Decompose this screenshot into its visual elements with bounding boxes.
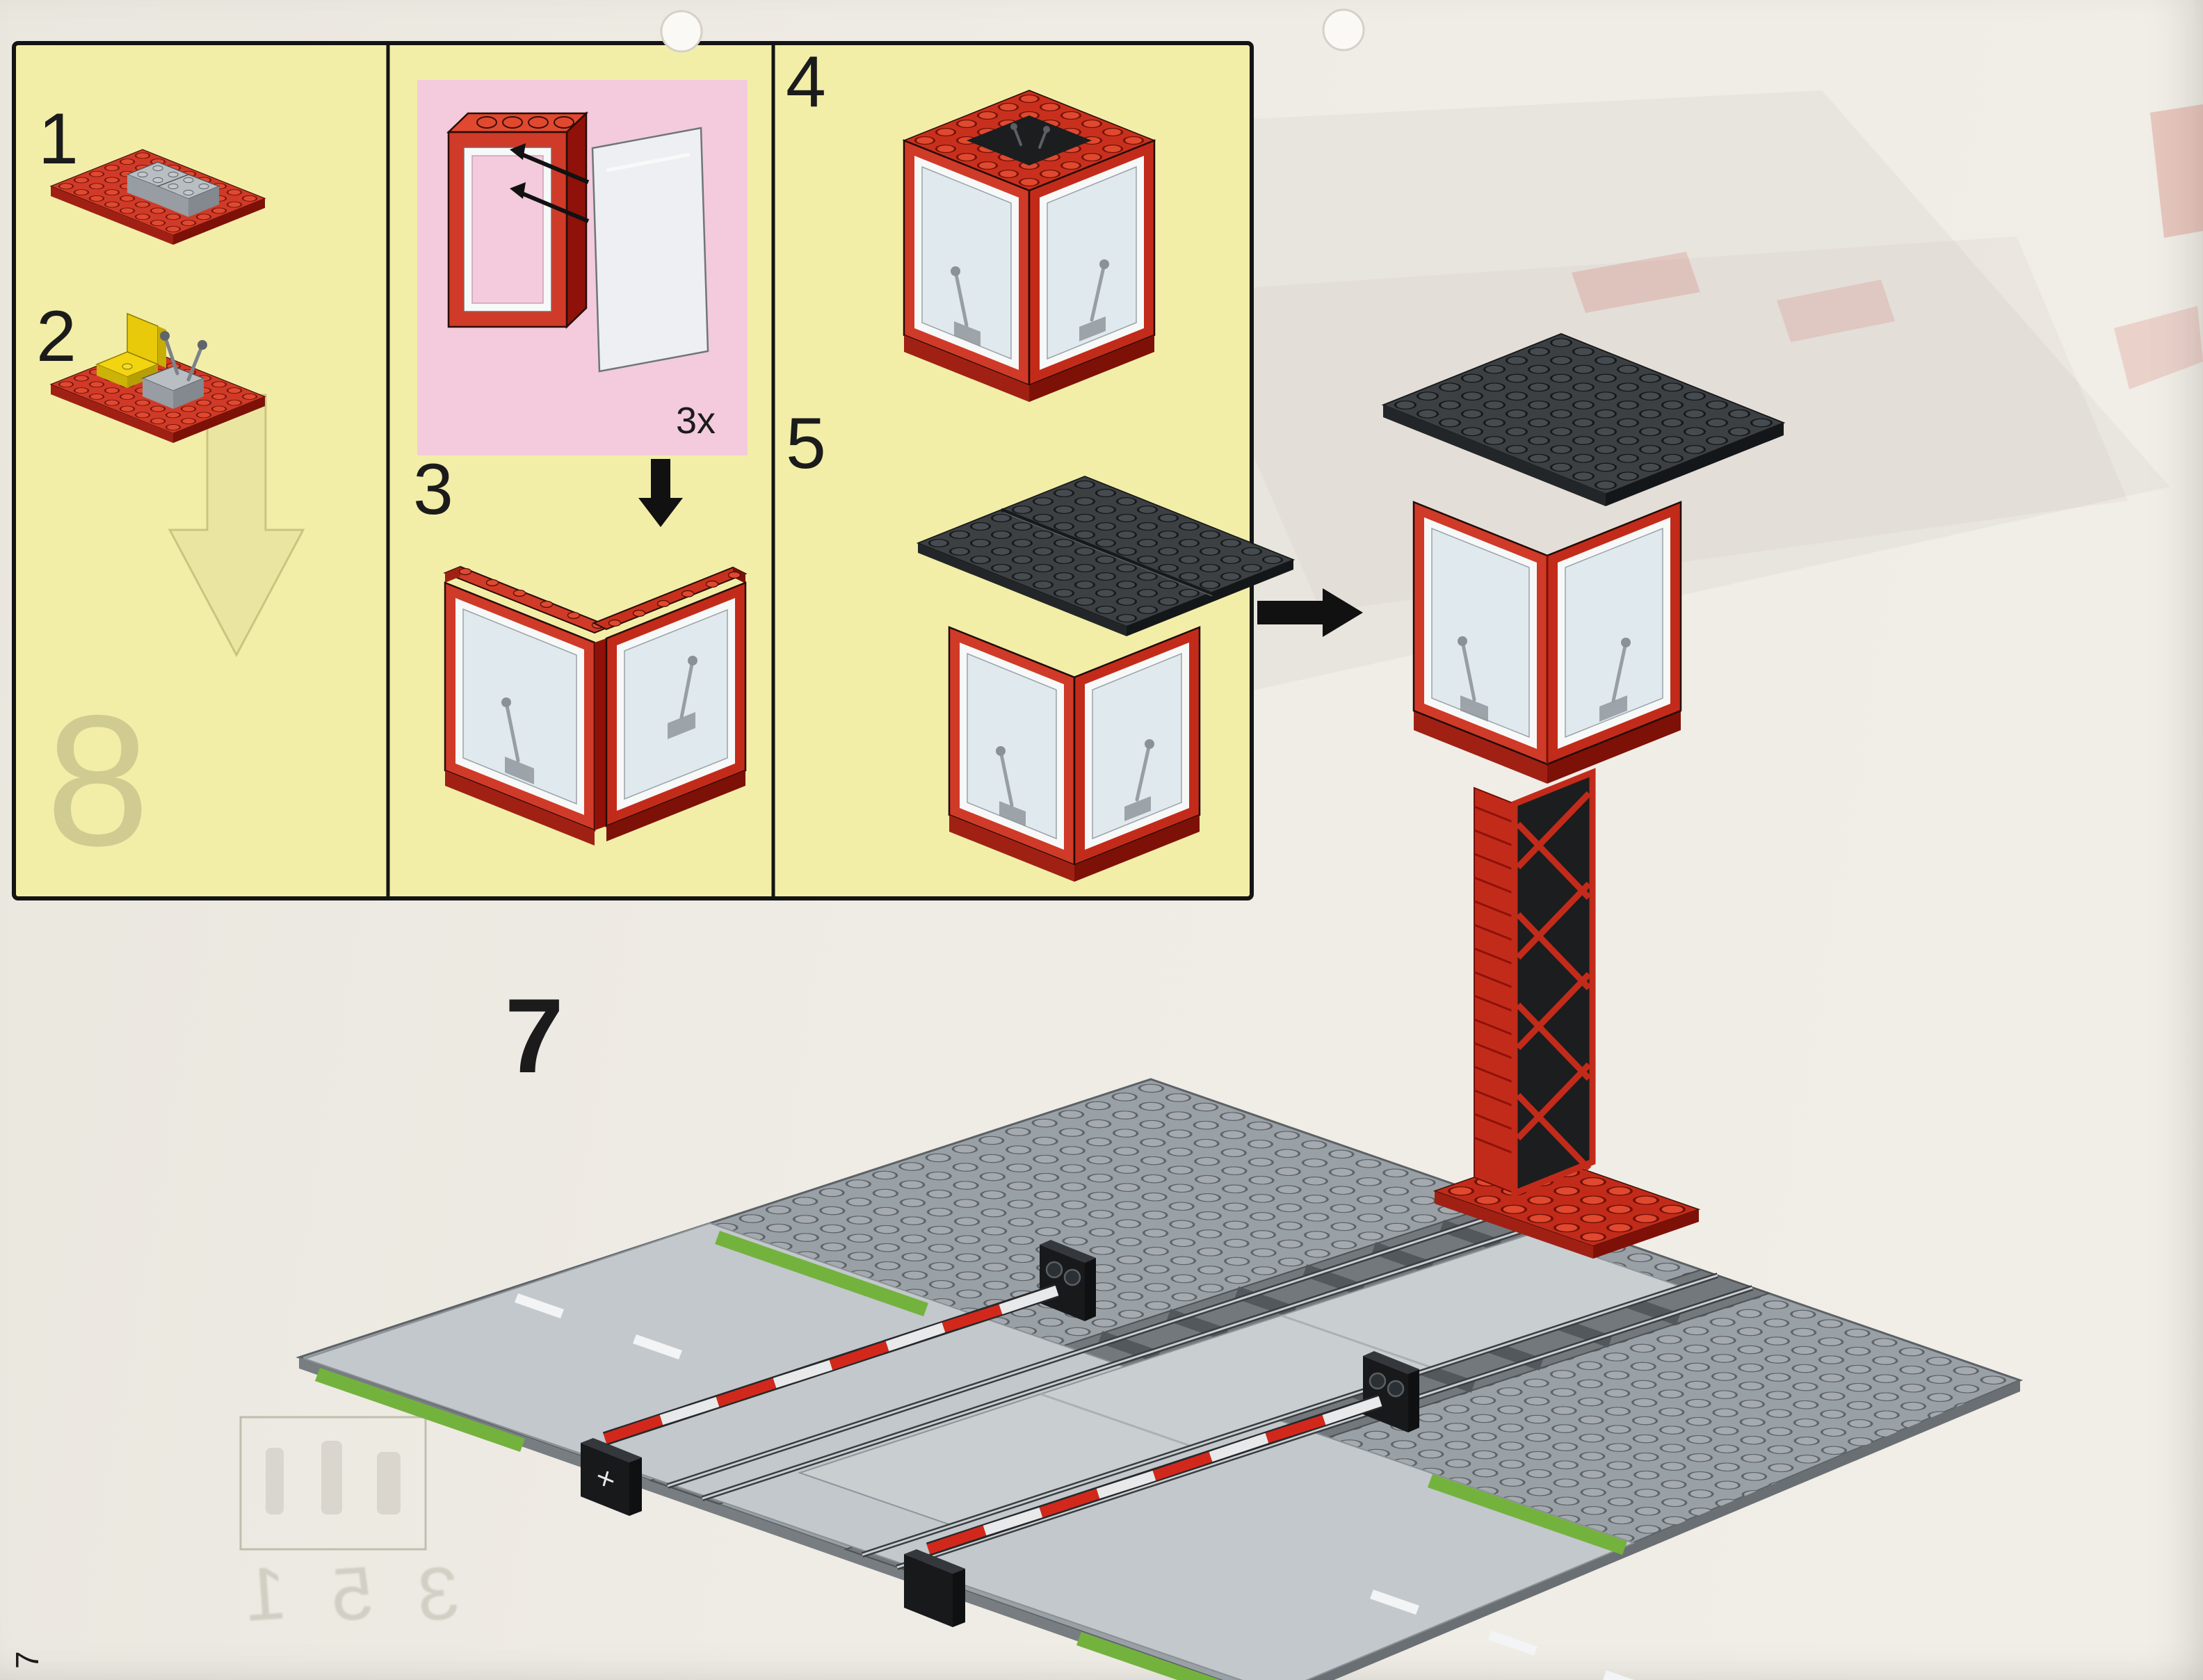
step-1-label: 1 [38, 99, 79, 179]
ghost-count-1: 1 [241, 1550, 290, 1637]
ghost-overleaf-step-number: 8 [46, 676, 150, 885]
seat-part [95, 312, 166, 388]
signal-box-tower [1381, 333, 1786, 1259]
barrier-near [904, 1351, 1419, 1627]
barrier-mechanism-near-right [1363, 1351, 1419, 1432]
instruction-panel [12, 41, 1296, 900]
signal-light [1063, 1268, 1081, 1286]
step-2-label: 2 [36, 296, 76, 377]
insertion-arrows-icon [510, 143, 590, 223]
punch-hole-left [660, 10, 703, 53]
tower-cabin [1412, 501, 1682, 784]
arrow-down-icon [638, 459, 683, 527]
window-assembly-subpanel [417, 80, 748, 455]
page-number: 7 [9, 1651, 45, 1669]
interior-lever-right [668, 656, 697, 739]
barrier-far [581, 1240, 1096, 1516]
barrier-mechanism-far-left [581, 1438, 642, 1516]
main-step-number: 7 [505, 977, 564, 1095]
signal-light [1045, 1261, 1063, 1279]
barrier-pole-far [602, 1284, 1060, 1446]
barrier-mechanism-far-right [1040, 1240, 1096, 1321]
road-green-stripes [315, 1231, 1627, 1680]
ghost-count-3: 3 [414, 1550, 462, 1637]
step-3-label: 3 [413, 449, 453, 530]
road-centre-dashes [515, 1293, 1635, 1680]
tower-column [1474, 768, 1596, 1198]
arrow-right-icon [1257, 588, 1363, 637]
ghost-overleaf-part-counts: 1 5 3 [241, 1550, 462, 1637]
lever-mechanism-part [141, 331, 207, 409]
signal-light [1387, 1380, 1405, 1398]
ghost-arrow-outline [168, 394, 305, 658]
window-quantity-label: 3x [676, 400, 716, 442]
signal-light [1369, 1372, 1387, 1390]
step-5-illustration [916, 476, 1296, 882]
interior-lever-left [501, 697, 534, 784]
rails [666, 1204, 1754, 1570]
step-4-label: 4 [786, 42, 826, 122]
step-5-label: 5 [786, 403, 826, 484]
step-1-illustration [49, 149, 266, 245]
punch-holes [660, 8, 1365, 53]
barrier-pole-near [926, 1394, 1383, 1556]
step-4-illustration [902, 90, 1156, 402]
step-3-illustration [443, 565, 748, 846]
barrier-mechanism-near-left [904, 1549, 965, 1627]
step-2-illustration [49, 312, 266, 443]
punch-hole-right [1322, 8, 1365, 51]
window-frame-part [446, 111, 589, 329]
ghost-count-2: 5 [328, 1550, 376, 1637]
tower-roof [1381, 333, 1786, 506]
glass-pane-part [591, 127, 709, 373]
